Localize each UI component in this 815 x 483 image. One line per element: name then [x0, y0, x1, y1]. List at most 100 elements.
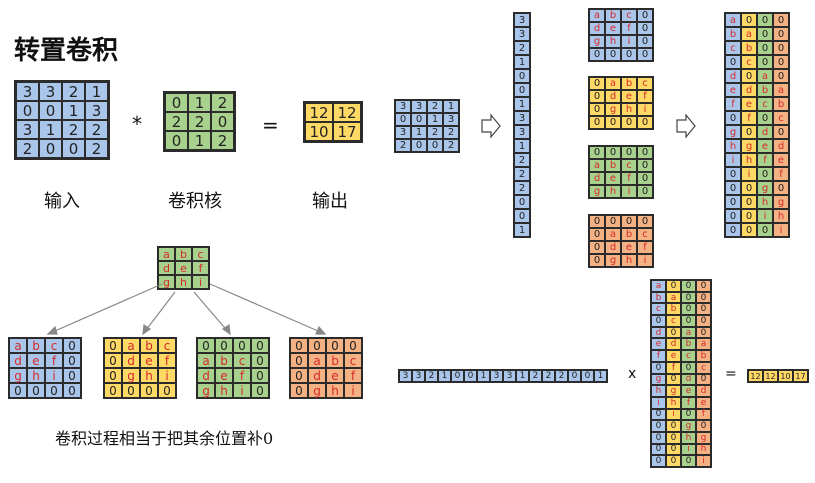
matrix-cell: g — [589, 35, 605, 48]
matrix-cell: h — [605, 185, 621, 198]
matrix-cell: h — [651, 385, 666, 397]
matrix-cell: 0 — [514, 69, 530, 83]
matrix-cell: g — [773, 195, 789, 209]
matrix-cell: i — [344, 383, 362, 398]
matrix-cell: d — [197, 368, 215, 383]
output-label: 输出 — [312, 191, 348, 212]
matrix-cell: 0 — [773, 69, 789, 83]
matrix-cell: 2 — [62, 82, 85, 101]
matrix-cell: 3 — [514, 27, 530, 41]
matrix-cell: c — [233, 353, 251, 368]
matrix-cell: g — [197, 383, 215, 398]
matrix-cell: 2 — [555, 370, 568, 382]
matrix-cell: 0 — [651, 431, 666, 444]
matrix-cell: d — [158, 261, 175, 275]
matrix-cell: 0 — [451, 370, 464, 382]
matrix-cell: b — [681, 338, 696, 351]
equals-operator-2: = — [725, 366, 737, 382]
matrix-cell: 0 — [233, 338, 251, 353]
matrix-cell: 0 — [621, 48, 637, 61]
matrix-cell: 0 — [651, 443, 666, 456]
matrix-cell: 1 — [411, 126, 427, 139]
matrix-cell: 0 — [140, 383, 158, 398]
matrix-cell: 1 — [514, 55, 530, 69]
matrix-cell: 0 — [581, 370, 594, 382]
matrix-cell: 0 — [39, 101, 62, 120]
matrix-cell: 0 — [741, 13, 757, 27]
matrix-cell: i — [621, 35, 637, 48]
matrix-cell: e — [696, 396, 711, 409]
matrix-cell: d — [122, 353, 140, 368]
matrix-cell: 0 — [637, 172, 653, 185]
matrix-cell: 0 — [621, 146, 637, 159]
matrix-cell: c — [158, 338, 176, 353]
matrix-cell: d — [666, 338, 681, 351]
matrix-cell: 0 — [651, 315, 666, 327]
matrix-cell: h — [215, 383, 233, 398]
matrix-cell: c — [696, 361, 711, 374]
matrix-cell: 0 — [757, 167, 773, 181]
matrix-cell: b — [696, 350, 711, 362]
matrix-cell: 0 — [290, 383, 308, 398]
matrix-cell: 0 — [589, 241, 605, 254]
matrix-cell: 2 — [542, 370, 555, 382]
matrix-cell: 3 — [514, 125, 530, 139]
matrix-cell: 0 — [63, 353, 81, 368]
matrix-cell: d — [308, 368, 326, 383]
matrix-cell: b — [215, 353, 233, 368]
matrix-cell: 0 — [773, 55, 789, 69]
matrix-cell: 0 — [197, 338, 215, 353]
matrix-cell: d — [9, 353, 27, 368]
matrix-cell: a — [725, 13, 741, 27]
matrix-cell: 0 — [464, 370, 477, 382]
matrix-cell: 0 — [725, 223, 741, 237]
matrix-cell: a — [158, 247, 175, 261]
matrix-cell: 3 — [16, 82, 39, 101]
matrix-cell: d — [589, 22, 605, 35]
matrix-cell: c — [681, 350, 696, 362]
matrix-cell: e — [27, 353, 45, 368]
matrix-cell: d — [589, 172, 605, 185]
matrix-cell: g — [9, 368, 27, 383]
matrix-cell: i — [233, 383, 251, 398]
matrix-cell: e — [773, 153, 789, 167]
matrix-cell: 12 — [305, 103, 333, 122]
matrix-cell: 2 — [85, 139, 108, 158]
matrix-cell: e — [757, 139, 773, 153]
matrix-cell: 2 — [425, 370, 438, 382]
matrix-cell: a — [122, 338, 140, 353]
matrix-cell: d — [605, 241, 621, 254]
matrix-cell: g — [757, 181, 773, 195]
matrix-cell: 0 — [681, 315, 696, 327]
matrix-cell: i — [637, 254, 653, 267]
matrix-cell: 0 — [104, 338, 122, 353]
matrix-cell: 0 — [681, 408, 696, 421]
matrix-cell: 0 — [427, 139, 443, 152]
matrix-cell: e — [140, 353, 158, 368]
matrix-cell: b — [175, 247, 192, 261]
matrix-cell: c — [637, 228, 653, 241]
matrix-cell: 0 — [773, 181, 789, 195]
matrix-cell: i — [773, 223, 789, 237]
matrix-cell: b — [773, 97, 789, 111]
matrix-cell: 0 — [9, 383, 27, 398]
matrix-cell: 0 — [589, 116, 605, 129]
matrix-cell: g — [666, 385, 681, 397]
matrix-cell: 0 — [773, 27, 789, 41]
matrix-cell: 0 — [651, 408, 666, 421]
matrix-cell: e — [621, 241, 637, 254]
matrix-cell: f — [621, 172, 637, 185]
matrix-cell: 0 — [773, 13, 789, 27]
matrix-cell: c — [637, 77, 653, 90]
matrix-cell: c — [344, 353, 362, 368]
matrix-cell: 2 — [514, 41, 530, 55]
matrix-cell: b — [666, 303, 681, 316]
matrix-cell: 0 — [757, 111, 773, 125]
matrix-cell: c — [773, 111, 789, 125]
matrix-cell: 3 — [411, 100, 427, 113]
